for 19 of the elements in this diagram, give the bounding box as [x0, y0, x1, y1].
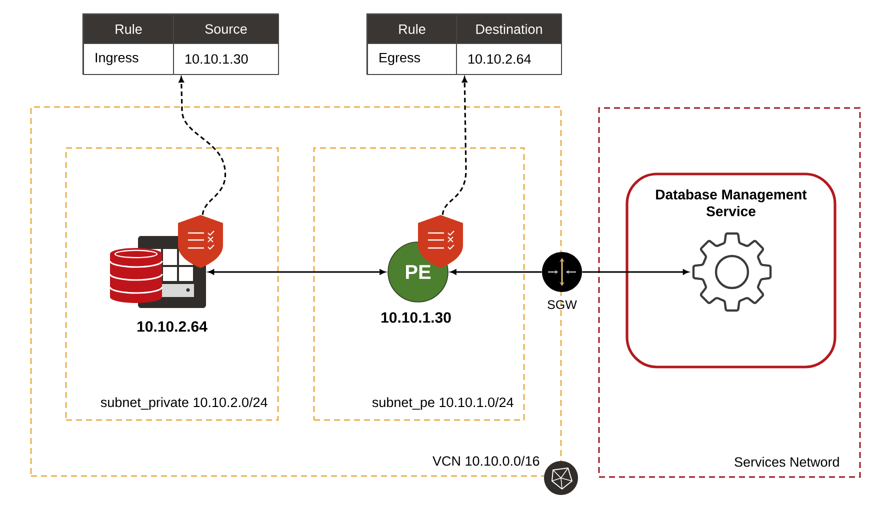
node-label: SGW [548, 300, 577, 310]
node-label: 10.10.2.64 [138, 321, 208, 332]
header-cell: Source [173, 14, 279, 44]
arrow [450, 269, 542, 275]
node-label: 10.10.1.30 [382, 312, 451, 323]
arrow [178, 76, 226, 215]
header-cell: Rule [367, 14, 457, 44]
arrow [442, 76, 468, 215]
table-cell: 10.10.2.64 [456, 43, 562, 75]
header-cell: Rule [83, 14, 174, 44]
arrow [582, 269, 689, 275]
table-cell: Ingress [83, 43, 174, 75]
service-box: Database Management Service [626, 172, 836, 368]
gear-icon [692, 232, 772, 312]
table-cell: Egress [367, 43, 457, 75]
header-cell: Destination [456, 14, 562, 44]
shield-icon [178, 215, 223, 268]
table-cell: 10.10.1.30 [173, 43, 279, 75]
arrow [208, 269, 386, 275]
